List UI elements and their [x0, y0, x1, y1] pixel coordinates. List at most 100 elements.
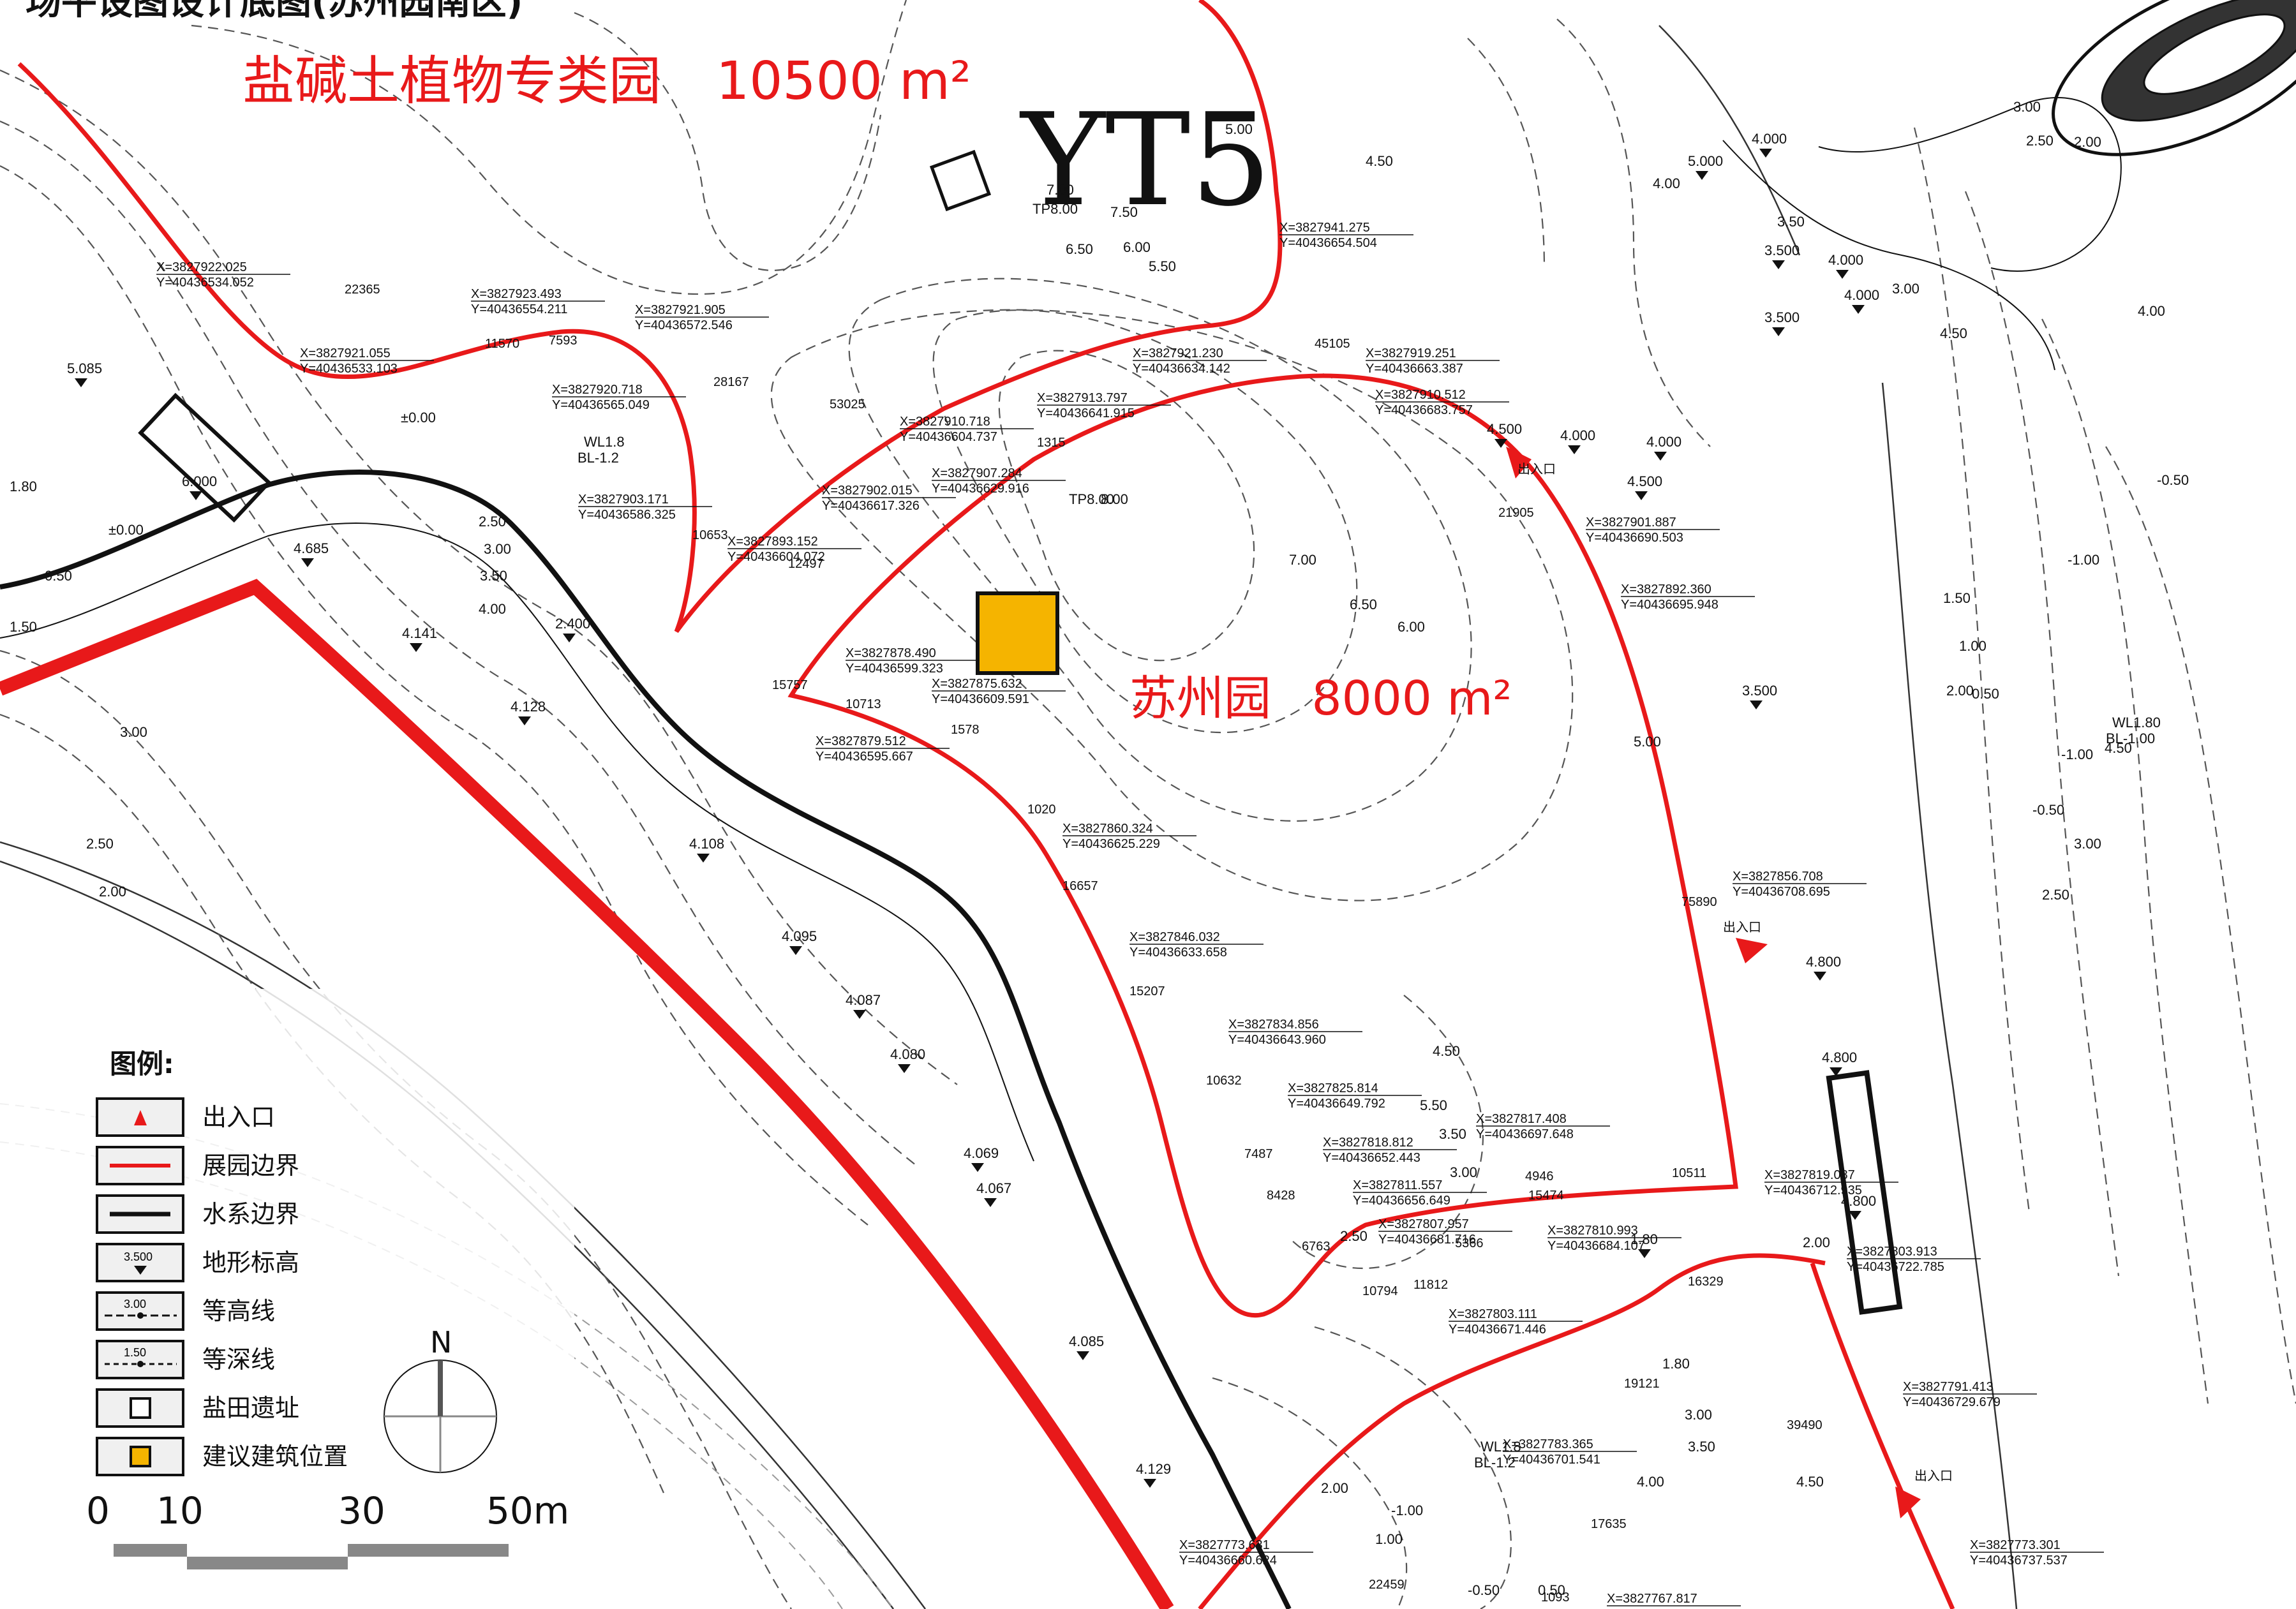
svg-text:X=3827923.493: X=3827923.493 [471, 287, 562, 301]
elevation-triangle-icon [984, 1198, 997, 1207]
contour-value: 2.00 [1803, 1235, 1830, 1250]
scale-bar: 0 10 30 50m [86, 1489, 569, 1569]
elevation-triangle-icon [1830, 1067, 1842, 1076]
svg-text:X=3827834.856: X=3827834.856 [1228, 1018, 1319, 1032]
svg-text:X=3827921.905: X=3827921.905 [635, 303, 726, 317]
salt-field-square-icon [130, 1397, 151, 1419]
elevation-marker: 4.800 [1841, 1193, 1876, 1220]
svg-text:Y=40436565.049: Y=40436565.049 [552, 398, 650, 412]
svg-text:Y=40436652.443: Y=40436652.443 [1323, 1151, 1420, 1165]
svg-text:Y=40436633.658: Y=40436633.658 [1129, 945, 1227, 960]
dimension-label: 12497 [788, 557, 824, 571]
contour-value: 2.50 [86, 836, 114, 852]
svg-text:X=3827811.557: X=3827811.557 [1353, 1178, 1442, 1192]
contour-value: 4.00 [1637, 1474, 1664, 1490]
svg-text:Y=40436737.537: Y=40436737.537 [1970, 1553, 2068, 1568]
svg-text:5.000: 5.000 [1688, 153, 1723, 169]
svg-text:4.095: 4.095 [782, 928, 817, 944]
svg-text:X=3827783.365: X=3827783.365 [1503, 1437, 1593, 1451]
contour-value: 5.00 [1634, 734, 1661, 750]
contour-value: 2.50 [479, 514, 506, 530]
contour-value: 1.00 [1375, 1531, 1403, 1547]
dimension-label: 19121 [1624, 1377, 1660, 1391]
svg-text:Y=40436641.915: Y=40436641.915 [1037, 406, 1135, 420]
contour-value: 1.50 [10, 619, 37, 635]
contour-value: 4.50 [1940, 325, 1967, 341]
bl-label: BL-1.2 [578, 450, 619, 466]
svg-text:X=3827860.324: X=3827860.324 [1062, 822, 1153, 836]
dimension-label: 11570 [485, 337, 519, 351]
zone-name: 苏州园 [1129, 671, 1271, 726]
salt-field-site-icon [929, 149, 992, 212]
svg-text:盐田遗址: 盐田遗址 [202, 1394, 299, 1422]
svg-text:X=3827907.284: X=3827907.284 [932, 466, 1022, 480]
elevation-marker: 1.80 [1630, 1231, 1658, 1258]
elevation-triangle-icon [1849, 1211, 1861, 1220]
elevation-marker: 4.800 [1822, 1049, 1857, 1076]
wl-label: WL1.80 [2112, 715, 2161, 730]
contour-value: 5.50 [1420, 1097, 1447, 1113]
svg-text:Y=40436722.785: Y=40436722.785 [1847, 1260, 1944, 1274]
dimension-label: 17635 [1591, 1517, 1627, 1531]
contour-value: 2.50 [2026, 133, 2054, 149]
svg-text:3.00: 3.00 [124, 1298, 146, 1310]
contour-value: 0.50 [1972, 686, 1999, 702]
dimension-label: 75890 [1681, 895, 1717, 909]
svg-text:X=3827810.993: X=3827810.993 [1547, 1224, 1638, 1238]
elevation-triangle-icon [1852, 305, 1865, 314]
elevation-marker: 4.085 [1069, 1333, 1104, 1360]
section-boxes [138, 392, 1903, 1315]
dimension-label: 1093 [1541, 1590, 1570, 1605]
coordinate-labels: X=3827922.025Y=40436534.052X=3827923.493… [156, 221, 2104, 1606]
elevation-triangle-icon [697, 854, 710, 863]
svg-text:Y=40436654.504: Y=40436654.504 [1279, 236, 1377, 250]
elevation-triangle-icon [1077, 1351, 1089, 1360]
svg-text:X=3827773.631: X=3827773.631 [1179, 1538, 1270, 1552]
dimension-label: 15207 [1129, 984, 1165, 998]
contour-value: 7.00 [1047, 182, 1074, 198]
svg-text:Y=40436695.948: Y=40436695.948 [1621, 598, 1718, 612]
dimension-label: 6763 [1302, 1240, 1331, 1254]
svg-text:50m: 50m [486, 1489, 569, 1532]
contour-value: 0.50 [45, 568, 72, 584]
contour-value: -1.00 [1391, 1502, 1423, 1518]
contour-value: 4.00 [2138, 303, 2165, 319]
svg-text:Y=40436697.648: Y=40436697.648 [1476, 1127, 1574, 1141]
dimension-label: 15474 [1528, 1189, 1564, 1203]
svg-text:4.500: 4.500 [1487, 421, 1522, 437]
elevation-marker: 4.000 [1752, 131, 1787, 158]
contour-value: 2.00 [99, 884, 126, 900]
dimension-label: 15757 [772, 678, 808, 692]
map-title: 场平设图设计底图(苏州园南区) [26, 0, 523, 23]
entrance-triangle-icon [1506, 447, 1532, 478]
svg-text:苏州园 8000 m²: 苏州园 8000 m² [1129, 671, 1512, 726]
elevation-marker: 4.000 [1828, 252, 1863, 279]
entrance-triangle-icon [1895, 1487, 1921, 1518]
elevation-triangle-icon [1772, 327, 1785, 336]
contour-value: 1.00 [1959, 638, 1987, 654]
dimension-label: 5366 [1455, 1236, 1484, 1250]
svg-text:X=3827921.230: X=3827921.230 [1133, 346, 1223, 360]
svg-text:4.000: 4.000 [1560, 427, 1595, 443]
svg-text:4.108: 4.108 [689, 836, 724, 852]
svg-text:地形标高: 地形标高 [202, 1249, 299, 1277]
dimension-label: 53025 [830, 397, 865, 412]
dimension-label: 4946 [1525, 1169, 1554, 1183]
